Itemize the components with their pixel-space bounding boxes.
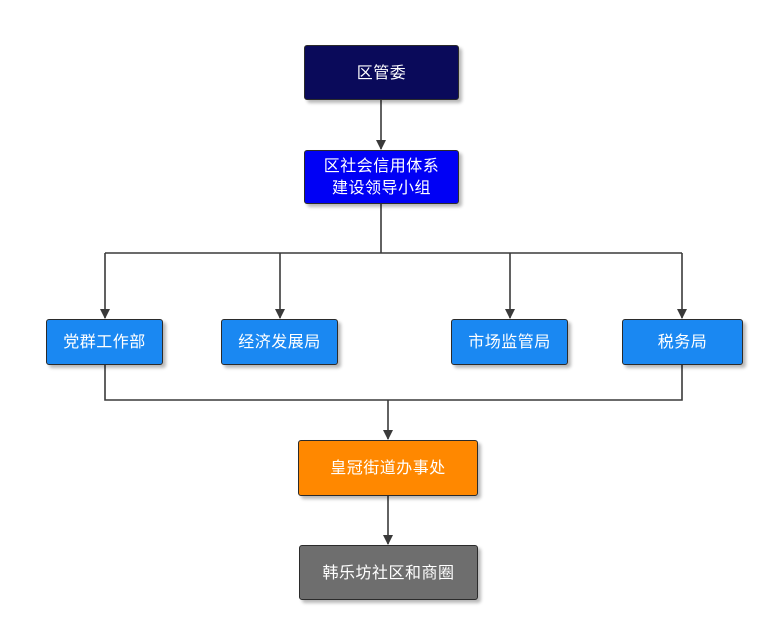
node-street-office: 皇冠街道办事处: [298, 440, 478, 496]
edge-merge-bus: [104, 365, 683, 401]
node-dept-party-mass: 党群工作部: [46, 319, 163, 365]
node-district-committee: 区管委: [304, 45, 459, 100]
node-community-business-district: 韩乐坊社区和商圈: [299, 545, 478, 600]
node-dept-economic-development: 经济发展局: [221, 319, 338, 365]
node-credit-leading-group: 区社会信用体系 建设领导小组: [304, 150, 459, 204]
node-dept-tax-bureau: 税务局: [622, 319, 743, 365]
node-dept-market-supervision: 市场监管局: [451, 319, 568, 365]
